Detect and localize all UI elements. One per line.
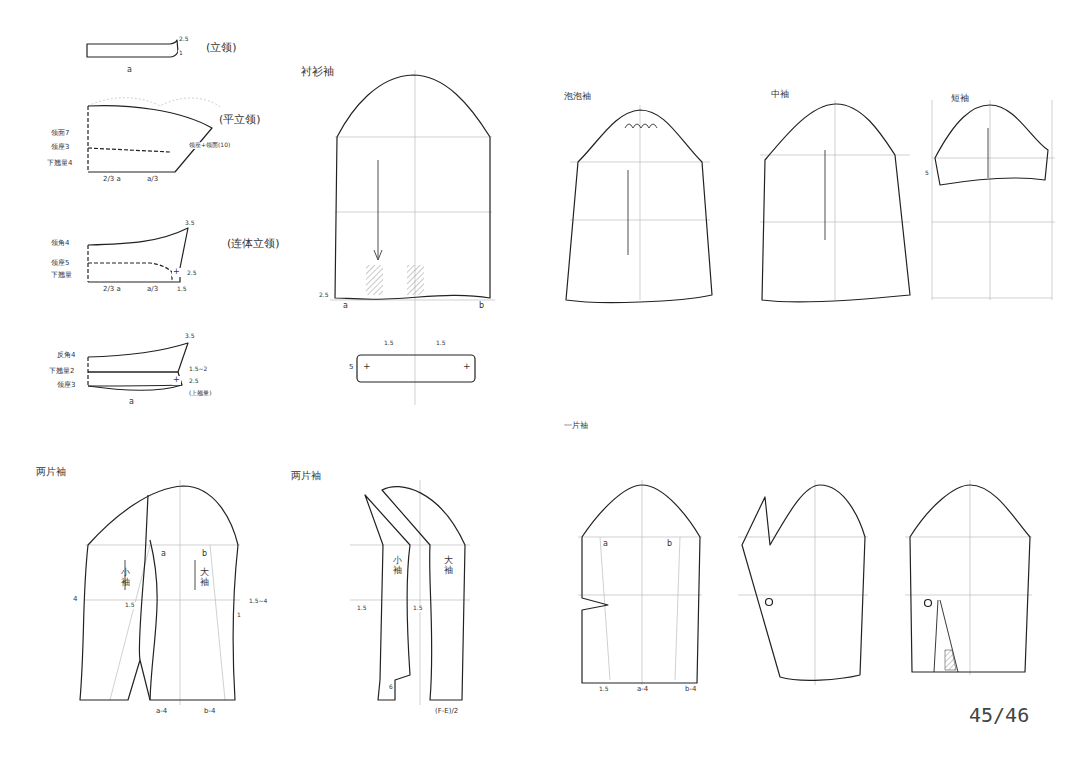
vertical-label: 大袖 (199, 568, 210, 588)
label-text: (F-E)/2 (434, 708, 459, 716)
label-text: 1.5 (598, 686, 610, 693)
label-text: 1.5 (412, 605, 424, 612)
label-text: 3.5 (184, 333, 196, 340)
label-text: 中袖 (770, 90, 790, 100)
label-text: + (172, 268, 181, 277)
label-text: 泡泡袖 (563, 92, 592, 102)
label-text: + (462, 362, 472, 372)
label-text: b-4 (684, 686, 697, 694)
label-text: 领角4 (50, 240, 70, 248)
label-text: 1.5~4 (248, 598, 268, 605)
label-text: b-4 (203, 708, 216, 716)
label-text: 领面7 (50, 130, 70, 138)
label-text: b (201, 550, 208, 559)
label-text: 6 (388, 684, 394, 691)
label-text: 4 (72, 596, 78, 604)
label-text: a (602, 540, 609, 549)
label-text: a (128, 398, 135, 407)
label-text: 1.5 (383, 340, 395, 347)
label-text: (连体立领) (226, 238, 281, 250)
label-text: 2/3 a (102, 176, 122, 184)
label-text: 两片袖 (35, 466, 67, 477)
label-text: 2.5 (188, 378, 200, 385)
label-text: 1.5 (176, 286, 188, 293)
vertical-label: 小袖 (120, 568, 131, 588)
label-text: a (160, 550, 167, 559)
label-text: 领座5 (50, 260, 70, 268)
label-text: 短袖 (950, 94, 970, 104)
label-text: (平立领) (218, 114, 262, 126)
vertical-label: 小袖 (392, 556, 403, 576)
label-text: 1.5~2 (188, 366, 208, 373)
label-text: + (362, 362, 372, 372)
label-text: a/3 (146, 176, 159, 184)
label-text: 1 (236, 612, 242, 619)
label-text: 领座3 (56, 382, 76, 390)
vertical-label: 大袖 (443, 556, 454, 576)
label-text: a-4 (636, 686, 649, 694)
label-text: 5 (924, 170, 930, 177)
page-number: 45/46 (968, 704, 1030, 726)
label-text: 1.5 (435, 340, 447, 347)
label-text: 1 (178, 50, 184, 57)
label-text: a (126, 66, 133, 75)
label-text: 2.5 (186, 270, 198, 277)
label-text: + (172, 376, 181, 385)
label-text: 1.5 (124, 602, 136, 609)
label-text: b (666, 540, 673, 549)
label-text: 两片袖 (290, 470, 322, 481)
label-text: 下翘量2 (48, 368, 75, 376)
label-text: (上翘量) (188, 390, 213, 397)
label-text: 下翘量4 (46, 160, 73, 168)
label-text: 衬衫袖 (300, 66, 335, 78)
label-text: 2.5 (178, 36, 190, 43)
label-text: 2/3 a (102, 286, 122, 294)
label-text: 反角4 (56, 352, 76, 360)
label-text: 一片袖 (563, 422, 589, 431)
label-text: b (478, 302, 485, 311)
label-text: 下翘量 (50, 272, 73, 280)
label-text: a (342, 302, 349, 311)
label-text: a-4 (155, 708, 168, 716)
label-text: 领座+领面(10) (188, 142, 231, 149)
label-text: 5 (348, 364, 354, 372)
label-text: 1.5 (356, 605, 368, 612)
label-text: 3.5 (184, 220, 196, 227)
label-text: a/3 (146, 286, 159, 294)
label-text: 2.5 (318, 292, 330, 299)
label-text: 领座3 (50, 144, 70, 152)
label-text: (立领) (205, 42, 238, 54)
